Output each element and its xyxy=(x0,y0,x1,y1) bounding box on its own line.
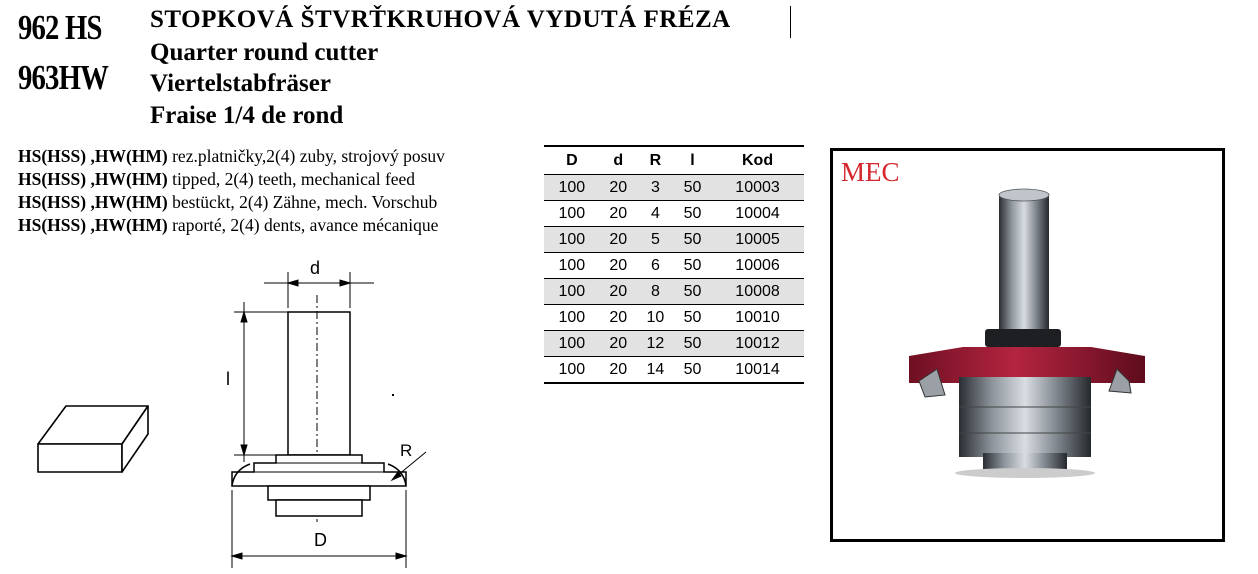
dimension-label-l: l xyxy=(226,369,230,389)
brand-logo: MEC xyxy=(841,157,900,187)
cutter-photo xyxy=(909,188,1145,478)
spec-line-czech: HS(HSS) ,HW(HM) rez.platničky,2(4) zuby,… xyxy=(18,146,445,167)
cell: 20 xyxy=(599,278,637,305)
spec-text: raporté, 2(4) dents, avance mécanique xyxy=(167,215,439,235)
col-header-l: l xyxy=(673,145,712,175)
cell: 50 xyxy=(673,226,712,253)
cell: 10005 xyxy=(711,226,804,253)
cell: 10004 xyxy=(711,200,804,227)
cell: 10006 xyxy=(711,252,804,279)
title-french: Fraise 1/4 de rond xyxy=(150,102,344,129)
col-header-D: D xyxy=(544,145,600,175)
spec-text: tipped, 2(4) teeth, mechanical feed xyxy=(167,169,416,189)
cell: 100 xyxy=(544,174,600,201)
col-header-kod: Kod xyxy=(711,145,804,175)
cell: 10 xyxy=(636,304,674,331)
cell: 50 xyxy=(673,174,712,201)
cell: 20 xyxy=(599,200,637,227)
spec-prefix: HS(HSS) ,HW(HM) xyxy=(18,192,168,212)
cell: 8 xyxy=(636,278,674,305)
cutter-technical-drawing: d l R D xyxy=(226,258,427,568)
title-german: Viertelstabfräser xyxy=(150,70,331,97)
spec-line-english: HS(HSS) ,HW(HM) tipped, 2(4) teeth, mech… xyxy=(18,169,415,190)
product-photo: MEC xyxy=(830,148,1225,542)
title-english: Quarter round cutter xyxy=(150,39,379,66)
cell: 100 xyxy=(544,226,600,253)
spec-text: bestückt, 2(4) Zähne, mech. Vorschub xyxy=(167,192,438,212)
cell: 20 xyxy=(599,304,637,331)
cell: 50 xyxy=(673,200,712,227)
col-header-d: d xyxy=(599,145,637,175)
cell: 100 xyxy=(544,356,600,384)
cell: 50 xyxy=(673,278,712,305)
cell: 10014 xyxy=(711,356,804,384)
dimension-label-D: D xyxy=(314,530,327,550)
cell: 20 xyxy=(599,356,637,384)
stray-dot xyxy=(392,394,394,396)
spec-line-german: HS(HSS) ,HW(HM) bestückt, 2(4) Zähne, me… xyxy=(18,192,437,213)
cell: 50 xyxy=(673,330,712,357)
dimension-label-R: R xyxy=(400,441,412,460)
cell: 20 xyxy=(599,330,637,357)
cell: 50 xyxy=(673,252,712,279)
cell: 10010 xyxy=(711,304,804,331)
spec-prefix: HS(HSS) ,HW(HM) xyxy=(18,215,168,235)
cell: 3 xyxy=(636,174,674,201)
cell: 50 xyxy=(673,356,712,384)
cell: 10012 xyxy=(711,330,804,357)
title-czech: STOPKOVÁ ŠTVRŤKRUHOVÁ VYDUTÁ FRÉZA xyxy=(150,6,731,33)
cell: 14 xyxy=(636,356,674,384)
spec-text: rez.platničky,2(4) zuby, strojový posuv xyxy=(167,146,445,166)
cell: 10003 xyxy=(711,174,804,201)
product-code-hs: 962 HS xyxy=(18,8,102,47)
product-code-hw: 963HW xyxy=(18,58,109,97)
cell: 20 xyxy=(599,252,637,279)
spec-prefix: HS(HSS) ,HW(HM) xyxy=(18,146,168,166)
cell: 100 xyxy=(544,252,600,279)
cell: 12 xyxy=(636,330,674,357)
cell: 100 xyxy=(544,200,600,227)
spec-line-french: HS(HSS) ,HW(HM) raporté, 2(4) dents, ava… xyxy=(18,215,438,236)
cell: 100 xyxy=(544,330,600,357)
text-caret xyxy=(790,6,791,38)
cell: 10008 xyxy=(711,278,804,305)
cell: 5 xyxy=(636,226,674,253)
workpiece-profile-sketch xyxy=(37,405,149,473)
table-header-row: D d R l Kod xyxy=(544,145,804,175)
cell: 20 xyxy=(599,174,637,201)
cell: 100 xyxy=(544,304,600,331)
spec-prefix: HS(HSS) ,HW(HM) xyxy=(18,169,168,189)
cell: 100 xyxy=(544,278,600,305)
cell: 4 xyxy=(636,200,674,227)
col-header-R: R xyxy=(636,145,674,175)
cell: 20 xyxy=(599,226,637,253)
cell: 50 xyxy=(673,304,712,331)
cell: 6 xyxy=(636,252,674,279)
dimension-label-d: d xyxy=(310,258,320,278)
